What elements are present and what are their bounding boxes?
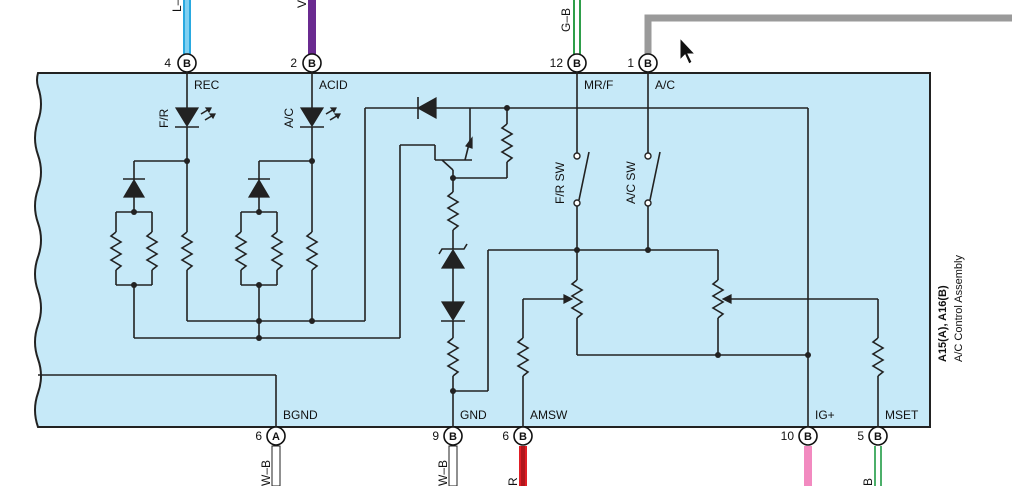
pin-mset: B 5 MSET bbox=[857, 408, 919, 446]
rec-diode-network bbox=[109, 158, 190, 338]
wire-ig bbox=[804, 446, 812, 486]
led-label-ac: A/C bbox=[282, 108, 296, 128]
signal-amsw: AMSW bbox=[530, 408, 568, 422]
pin-rec: B 4 REC bbox=[164, 53, 220, 92]
switch-label-fr: F/R SW bbox=[553, 161, 567, 204]
pin-acid: B 2 ACID bbox=[290, 53, 348, 92]
svg-text:2: 2 bbox=[290, 56, 297, 70]
svg-text:B: B bbox=[874, 431, 882, 443]
acid-diode-network bbox=[234, 158, 315, 338]
fr-switch: F/R SW bbox=[553, 72, 590, 280]
wire-gnd bbox=[448, 445, 458, 486]
svg-text:B: B bbox=[644, 58, 652, 70]
svg-text:12: 12 bbox=[550, 56, 564, 70]
acid-led-circuit: A/C bbox=[282, 72, 341, 321]
gnd-chain bbox=[438, 191, 718, 427]
mouse-cursor-icon bbox=[679, 36, 697, 65]
svg-text:6: 6 bbox=[502, 429, 509, 443]
svg-text:9: 9 bbox=[432, 429, 439, 443]
potentiometers bbox=[516, 108, 885, 427]
pin-bgnd: A 6 BGND bbox=[255, 408, 318, 446]
wire-label-gnd: W–B bbox=[436, 460, 450, 486]
svg-text:10: 10 bbox=[781, 429, 795, 443]
svg-text:4: 4 bbox=[164, 56, 171, 70]
svg-text:B: B bbox=[183, 58, 191, 70]
wire-label-mrf: G–B bbox=[559, 8, 573, 32]
pin-gnd: B 9 GND bbox=[432, 408, 487, 446]
svg-text:5: 5 bbox=[857, 429, 864, 443]
wire-bgnd bbox=[271, 445, 281, 486]
bus-wires bbox=[134, 107, 435, 341]
signal-acid: ACID bbox=[319, 78, 348, 92]
wire-acid bbox=[308, 0, 316, 55]
led-label-fr: F/R bbox=[157, 108, 171, 128]
wire-label-amsw: R bbox=[506, 477, 520, 486]
wire-ac bbox=[644, 14, 1012, 55]
signal-ac: A/C bbox=[655, 78, 675, 92]
svg-text:B: B bbox=[449, 431, 457, 443]
transistor-circuit bbox=[416, 96, 808, 192]
component-ref: A15(A), A16(B) bbox=[937, 285, 949, 362]
svg-text:6: 6 bbox=[255, 429, 262, 443]
svg-text:A: A bbox=[272, 431, 280, 443]
bgnd-wire bbox=[38, 374, 277, 427]
wire-label-rec: L–B bbox=[170, 0, 184, 12]
signal-mset: MSET bbox=[885, 408, 919, 422]
wire-label-acid: V bbox=[295, 0, 309, 8]
svg-text:B: B bbox=[804, 431, 812, 443]
pin-ac: B 1 A/C bbox=[627, 53, 675, 92]
rec-led-circuit: F/R bbox=[157, 72, 216, 321]
signal-gnd: GND bbox=[460, 408, 487, 422]
signal-rec: REC bbox=[194, 78, 220, 92]
svg-text:B: B bbox=[308, 58, 316, 70]
signal-mrf: MR/F bbox=[584, 78, 613, 92]
pin-amsw: B 6 AMSW bbox=[502, 408, 568, 446]
wire-label-bgnd: W–B bbox=[259, 460, 273, 486]
svg-text:B: B bbox=[573, 58, 581, 70]
ac-switch: A/C SW bbox=[574, 72, 661, 253]
signal-ig: IG+ bbox=[815, 408, 835, 422]
component-name: A/C Control Assembly bbox=[953, 255, 965, 362]
svg-text:B: B bbox=[519, 431, 527, 443]
svg-text:1: 1 bbox=[627, 56, 634, 70]
wire-label-mset: B bbox=[861, 478, 875, 486]
signal-bgnd: BGND bbox=[283, 408, 318, 422]
switch-label-ac: A/C SW bbox=[624, 161, 638, 204]
pin-ig: B 10 IG+ bbox=[781, 408, 835, 446]
